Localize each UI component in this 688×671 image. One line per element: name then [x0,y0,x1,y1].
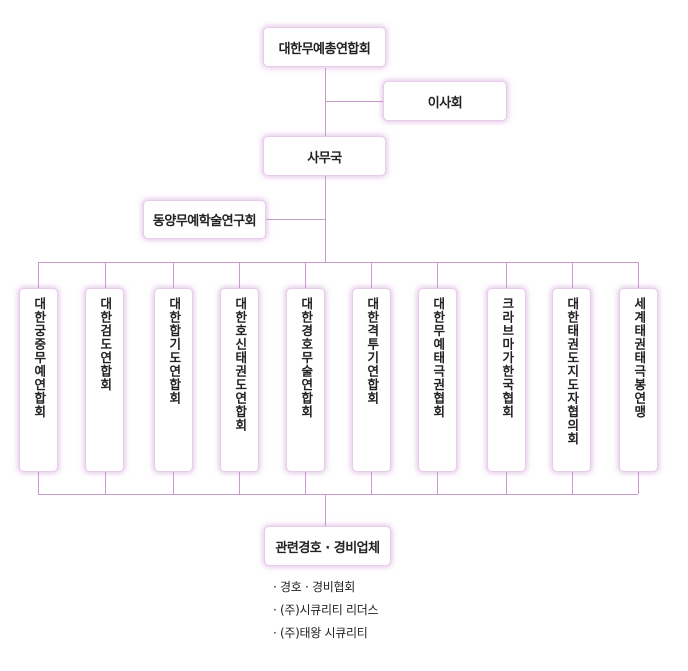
member-label: 크라브마가한국협회 [499,297,515,419]
member-box: 세계태권태극봉연맹 [619,288,658,472]
member-label: 대한격투기연합회 [364,297,380,405]
board-box: 이사회 [383,81,507,121]
connector-bottom-bus [38,494,638,495]
security-item: · 경호 · 경비협회 [273,580,356,594]
member-box: 대한격투기연합회 [352,288,391,472]
member-label: 대한경호무술연합회 [298,297,314,419]
member-box: 대한경호무술연합회 [286,288,325,472]
secretariat-box: 사무국 [263,136,386,176]
connector-main-upper [325,68,326,136]
institute-label: 동양무예학술연구회 [152,214,257,229]
top-org-box: 대한무예총연합회 [263,27,386,67]
connector-institute [266,219,325,220]
security-item: · (주)태왕 시큐리티 [273,626,368,640]
security-box: 관련경호 · 경비업체 [264,526,391,566]
member-label: 대한호신태권도연합회 [232,297,248,432]
board-label: 이사회 [427,95,463,111]
connector-board [325,101,383,102]
connector-top-bus [38,262,638,263]
institute-box: 동양무예학술연구회 [143,200,266,239]
member-box: 대한검도연합회 [85,288,124,472]
member-box: 대한궁중무예연합회 [19,288,58,472]
connector-main-lower [325,176,326,262]
top-org-label: 대한무예총연합회 [278,41,371,57]
member-label: 세계태권태극봉연맹 [631,297,647,419]
member-box: 대한호신태권도연합회 [220,288,259,472]
member-box: 대한무예태극권협회 [418,288,457,472]
member-box: 크라브마가한국협회 [487,288,526,472]
member-label: 대한태권도지도자협의회 [564,297,580,446]
member-box: 대한태권도지도자협의회 [552,288,591,472]
member-label: 대한합기도연합회 [166,297,182,405]
security-label: 관련경호 · 경비업체 [275,540,380,556]
connector-security [325,494,326,526]
member-label: 대한궁중무예연합회 [31,297,47,419]
member-label: 대한무예태극권협회 [430,297,446,419]
member-label: 대한검도연합회 [97,297,113,392]
secretariat-label: 사무국 [307,150,342,166]
member-box: 대한합기도연합회 [154,288,193,472]
security-item: · (주)시큐리티 리더스 [273,603,379,617]
